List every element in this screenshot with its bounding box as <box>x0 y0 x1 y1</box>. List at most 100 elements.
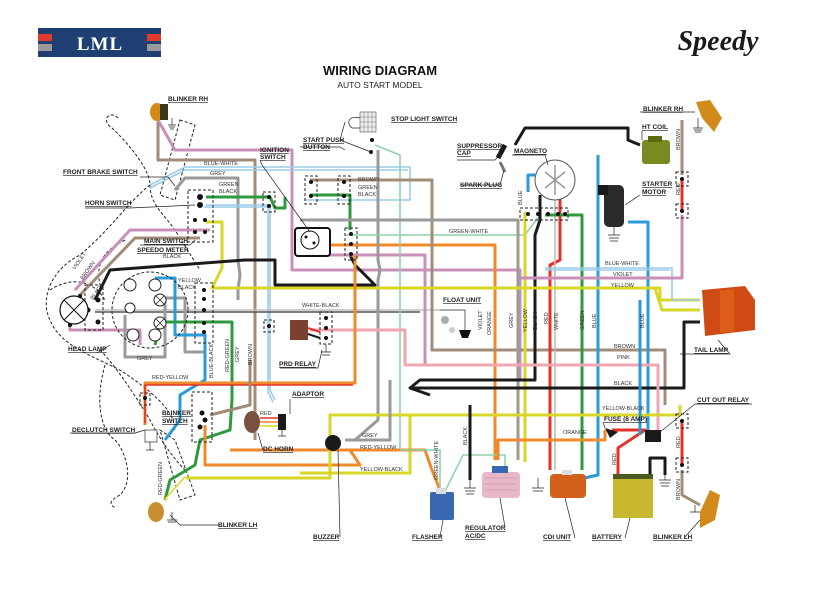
wire-label: BLUE <box>592 313 598 328</box>
wire-label: RED-GREEN <box>225 339 231 372</box>
label-magneto: MAGNETO <box>514 148 547 155</box>
wire-label: RED <box>676 183 682 195</box>
fuse <box>605 428 618 438</box>
tail-lamp <box>702 286 755 336</box>
label-battery: BATTERY <box>592 534 623 541</box>
label-speedo-meter: SPEEDO METER <box>137 247 189 254</box>
wire-label: GREEN-WHITE <box>434 441 440 480</box>
label-blinker-switch-line2: SWITCH <box>162 418 188 425</box>
label-ignition-switch-line2: SWITCH <box>260 154 286 161</box>
buzzer <box>325 435 341 451</box>
label-blinker-lh-front: BLINKER LH <box>218 522 258 529</box>
starter-motor <box>598 185 624 242</box>
wire-label: BLACK <box>614 381 632 387</box>
dc-horn <box>244 411 278 433</box>
ignition-switch <box>294 227 331 257</box>
logo-text: LML <box>77 34 123 55</box>
label-starter-motor-line1: STARTER <box>642 181 673 188</box>
label-main-switch: MAIN SWITCH <box>144 238 188 245</box>
wire-label: BLACK <box>163 254 181 260</box>
wire-label: GREEN <box>580 310 586 330</box>
wire-label: GREY <box>362 433 378 439</box>
wire-label: YELLOW-BLACK <box>360 467 403 473</box>
label-flasher: FLASHER <box>412 534 443 541</box>
label-regulator-line2: AC/DC <box>465 533 486 540</box>
wire-label: GREEN <box>219 182 239 188</box>
cut-out-relay <box>645 430 661 442</box>
label-ht-coil: HT COIL <box>642 124 668 131</box>
label-regulator-line1: REGULATOR <box>465 525 506 532</box>
ht-coil <box>642 136 670 164</box>
wire-label: BLUE <box>518 190 524 205</box>
wire-label: PINK <box>617 355 630 361</box>
wire-label: GREY <box>235 346 241 362</box>
label-tail-lamp: TAIL LAMP <box>694 347 729 354</box>
label-head-lamp: HEAD LAMP <box>68 346 107 353</box>
connector-blocks <box>84 171 689 473</box>
leader-lines <box>70 111 752 539</box>
label-ignition-switch-line1: IGNITION <box>260 147 289 154</box>
wire-label: BLUE-BLACK <box>209 343 215 378</box>
label-buzzer: BUZZER <box>313 534 340 541</box>
wire-label: BLACK <box>178 285 196 291</box>
wire-label: GREY <box>509 312 515 328</box>
battery <box>613 474 671 518</box>
brand-logo: Speedy <box>678 26 759 57</box>
wire-label: GREY <box>137 356 153 362</box>
wire-label: YELLOW-BLACK <box>602 406 645 412</box>
wire-label: GREY <box>210 171 226 177</box>
wire-label: WHITE-BLACK <box>302 303 340 309</box>
wire-label: BLACK <box>463 427 469 445</box>
wire-label: YELLOW <box>611 283 635 289</box>
wire-label: BLACK <box>358 192 376 198</box>
label-blinker-lh-rear: BLINKER LH <box>653 534 693 541</box>
wire-label: BROWN <box>614 344 635 350</box>
wire-label: BLACK <box>219 189 237 195</box>
label-suppressor-cap-line2: CAP <box>457 150 471 157</box>
wire-label: ORANGE <box>563 430 587 436</box>
wire-label: BROWN <box>358 177 379 183</box>
label-declutch-switch: DECLUTCH SWITCH <box>72 427 135 434</box>
label-stop-light-switch: STOP LIGHT SWITCH <box>391 116 458 123</box>
label-blinker-rh-rear: BLINKER RH <box>643 106 683 113</box>
flasher <box>430 488 454 520</box>
wire-label: BLUE <box>640 313 646 328</box>
stop-light-switch <box>339 111 377 154</box>
wire-label: RED-YELLOW <box>360 445 397 451</box>
wire-label: RED <box>612 453 618 465</box>
wire-label: BLUE-WHITE <box>204 161 238 167</box>
wire-label: RED-YELLOW <box>152 375 189 381</box>
wire-label: YELLOW <box>178 278 202 284</box>
wire-label: BROWN <box>676 479 682 500</box>
wire-label: YELLOW <box>523 308 529 332</box>
label-front-brake-switch: FRONT BRAKE SWITCH <box>63 169 138 176</box>
blinker-lh-front <box>148 502 177 523</box>
label-adaptor: ADAPTOR <box>292 391 324 398</box>
prd-relay <box>290 320 331 356</box>
blinker-rh-rear <box>693 100 722 133</box>
head-lamp <box>59 294 89 327</box>
label-blinker-rh-front: BLINKER RH <box>168 96 208 103</box>
adaptor <box>278 414 286 437</box>
cdi-unit <box>532 470 586 498</box>
label-dc-horn: DC HORN <box>263 446 294 453</box>
regulator <box>464 466 520 498</box>
label-fuse: FUSE (8 AMP) <box>604 416 647 423</box>
label-starter-motor-line2: MOTOR <box>642 189 666 196</box>
wire-label: RED <box>260 411 272 417</box>
wire-label: GREEN <box>358 185 378 191</box>
lml-logo: LML <box>38 28 161 57</box>
label-prd-relay: PRD RELAY <box>279 361 317 368</box>
declutch-switch <box>144 429 158 451</box>
float-unit <box>440 309 471 338</box>
label-cut-out-relay: CUT OUT RELAY <box>697 397 750 404</box>
label-start-push-button-line1: START PUSH <box>303 137 344 144</box>
label-float-unit: FLOAT UNIT <box>443 297 481 304</box>
magneto <box>534 159 576 201</box>
label-blinker-switch-line1: BLINKER <box>162 410 191 417</box>
wire-label: WHITE <box>554 312 560 330</box>
wire-label: RED <box>544 312 550 324</box>
label-horn-switch: HORN SWITCH <box>85 200 132 207</box>
wire-label: BLUE-WHITE <box>605 261 639 267</box>
